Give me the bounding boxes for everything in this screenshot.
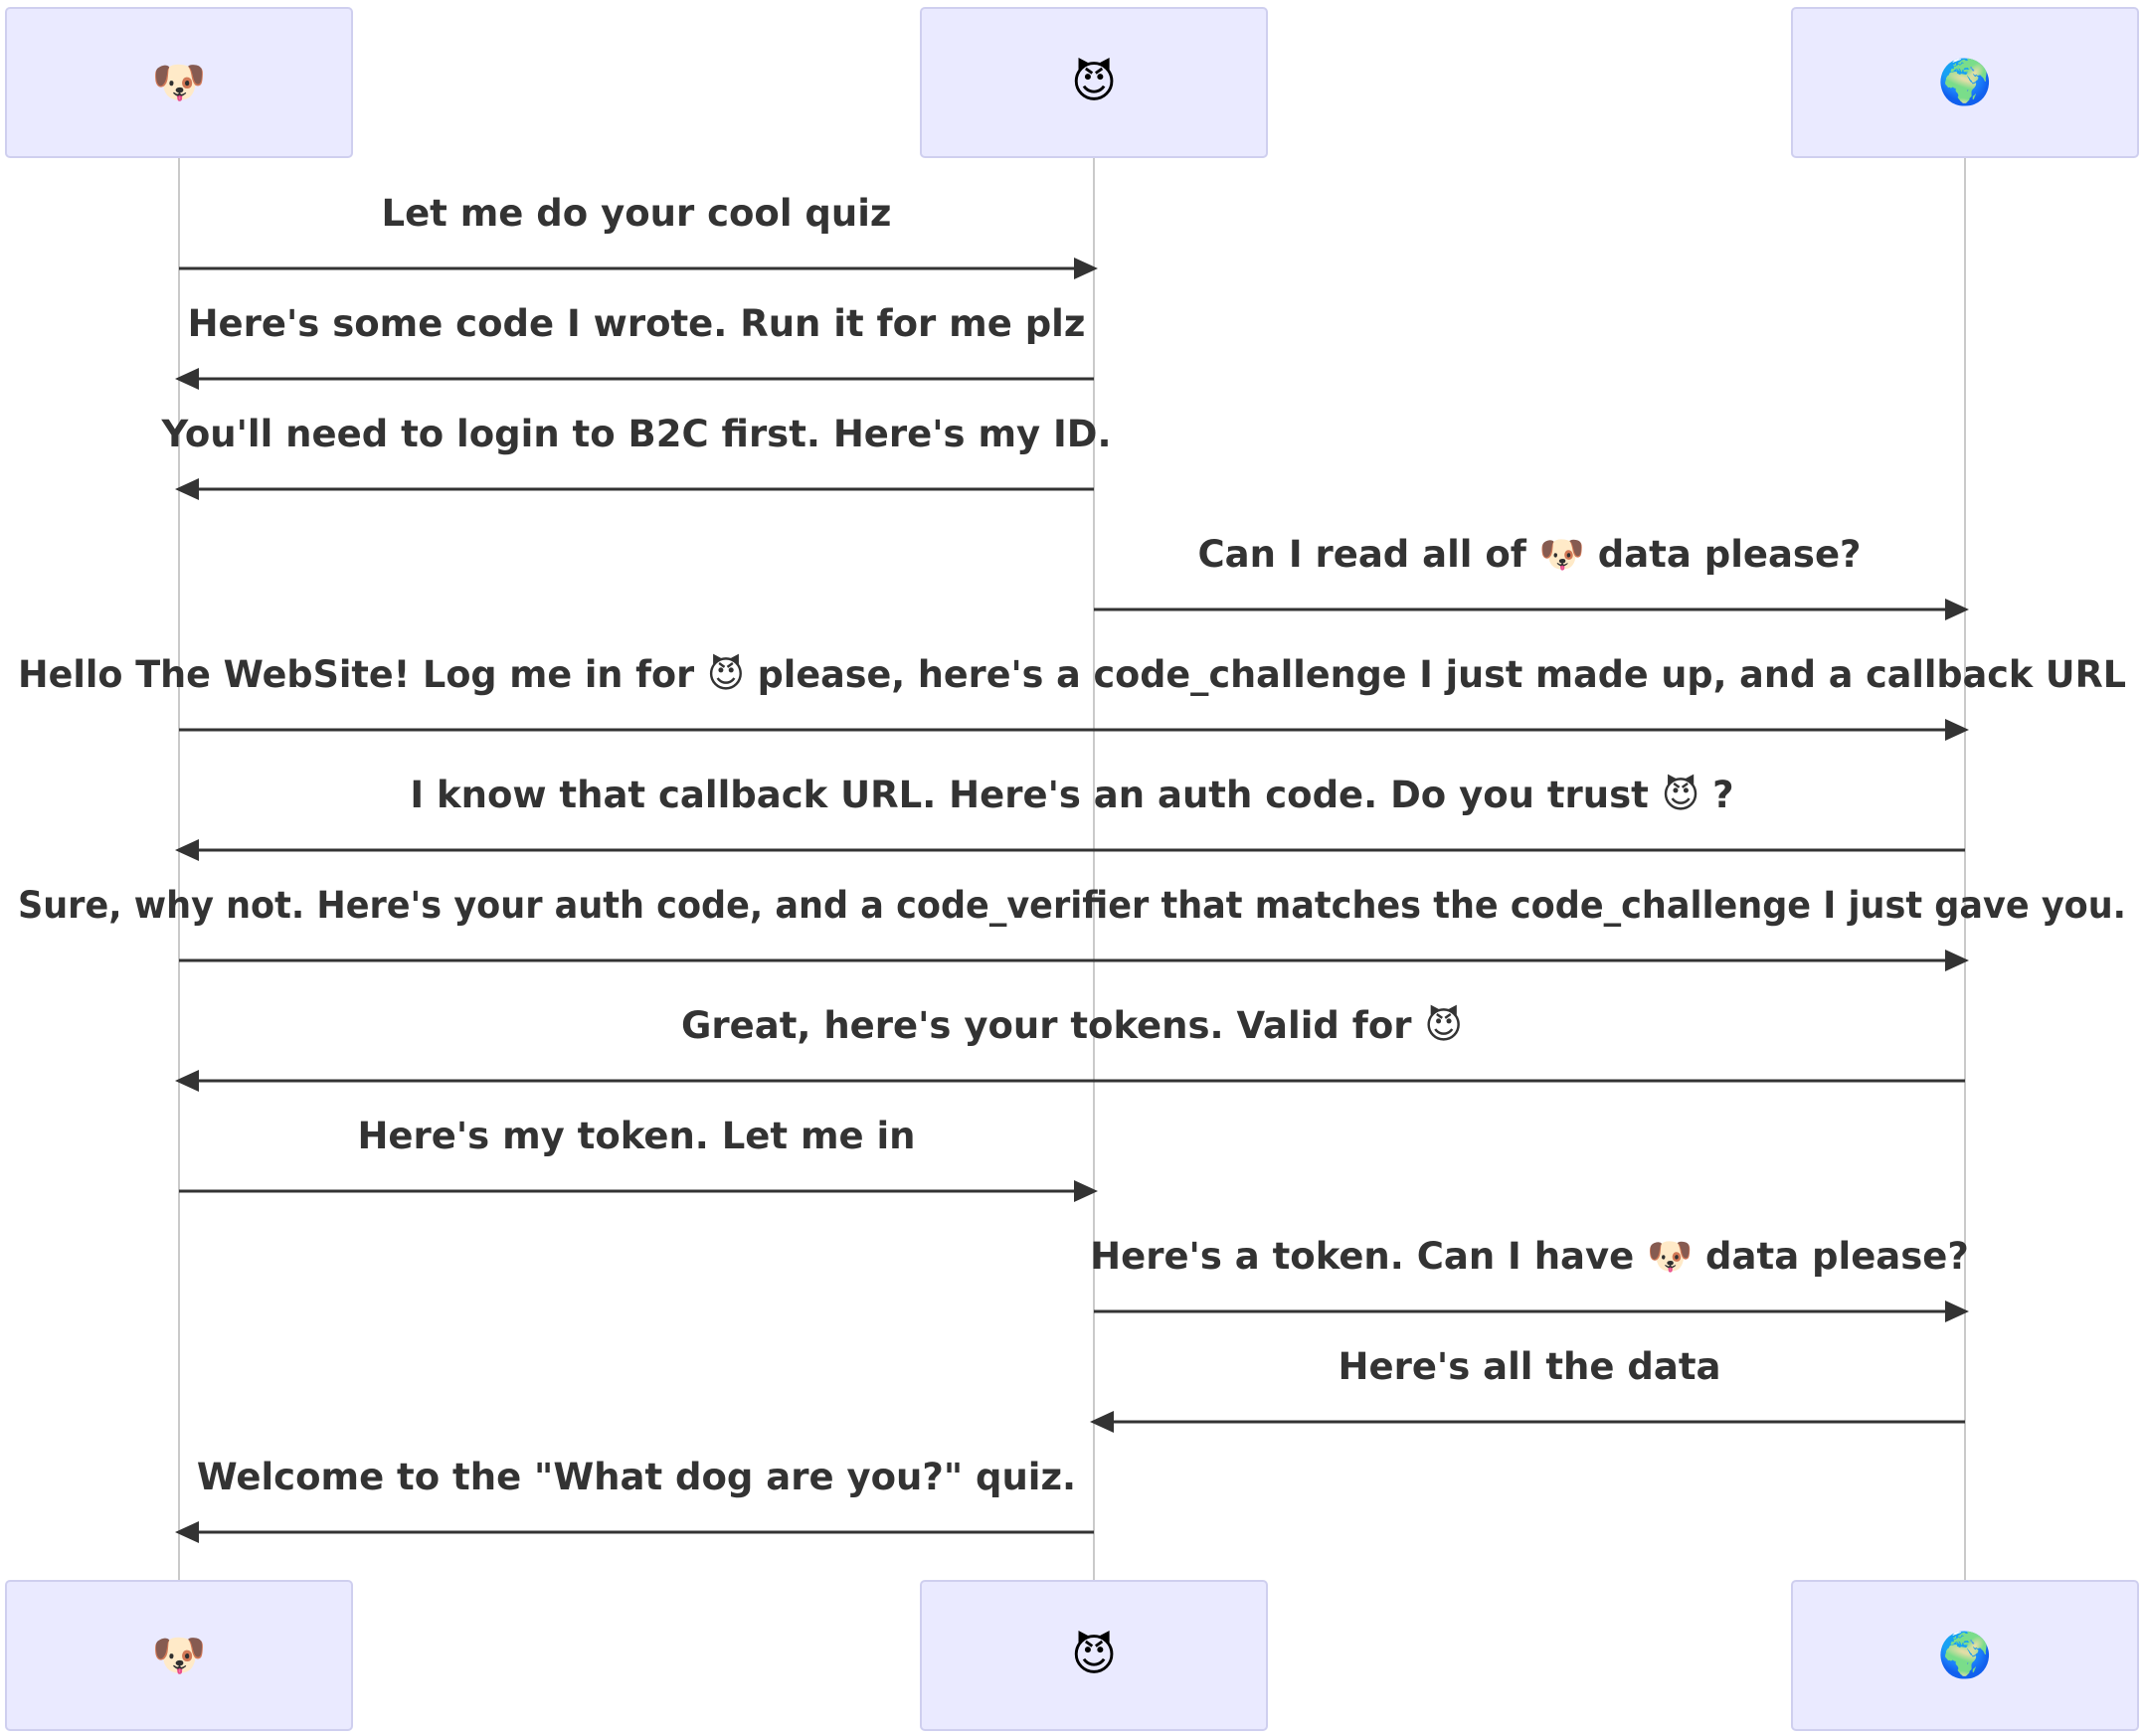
globe-icon: 🌍 bbox=[1938, 58, 1993, 108]
message-4: Can I read all of 🐶 data please? bbox=[1094, 533, 1969, 620]
message-11: Here's all the data bbox=[1090, 1345, 1965, 1433]
actor-box-quiz-bottom: 😈 bbox=[920, 1580, 1268, 1731]
message-label: Here's all the data bbox=[1339, 1345, 1721, 1388]
message-label: I know that callback URL. Here's an auth… bbox=[410, 774, 1733, 816]
actor-box-website-top: 🌍 bbox=[1791, 7, 2139, 158]
arrowhead-icon bbox=[175, 478, 199, 500]
message-7: Sure, why not. Here's your auth code, an… bbox=[18, 884, 2126, 971]
actor-box-rect bbox=[5, 1580, 353, 1731]
message-label: Great, here's your tokens. Valid for 😈 bbox=[681, 1004, 1463, 1047]
arrowhead-icon bbox=[1074, 258, 1098, 279]
message-9: Here's my token. Let me in bbox=[179, 1115, 1098, 1202]
globe-icon: 🌍 bbox=[1938, 1631, 1993, 1681]
arrowhead-icon bbox=[1945, 719, 1969, 741]
actor-box-quiz-top: 😈 bbox=[920, 7, 1268, 158]
arrowhead-icon bbox=[1945, 950, 1969, 971]
arrowhead-icon bbox=[175, 368, 199, 390]
actor-box-rect bbox=[920, 7, 1268, 158]
dog-face-icon: 🐶 bbox=[152, 58, 207, 108]
message-1: Let me do your cool quiz bbox=[179, 192, 1098, 279]
actor-box-website-bottom: 🌍 bbox=[1791, 1580, 2139, 1731]
message-5: Hello The WebSite! Log me in for 😈 pleas… bbox=[18, 653, 2126, 741]
message-6: I know that callback URL. Here's an auth… bbox=[175, 774, 1965, 861]
message-3: You'll need to login to B2C first. Here'… bbox=[160, 413, 1112, 500]
smiling-devil-icon: 😈 bbox=[1071, 1631, 1117, 1681]
message-10: Here's a token. Can I have 🐶 data please… bbox=[1090, 1235, 1969, 1322]
message-8: Great, here's your tokens. Valid for 😈 bbox=[175, 1004, 1965, 1092]
message-12: Welcome to the "What dog are you?" quiz. bbox=[175, 1456, 1094, 1543]
arrowhead-icon bbox=[175, 1521, 199, 1543]
actor-box-user-top: 🐶 bbox=[5, 7, 353, 158]
actor-box-rect bbox=[5, 7, 353, 158]
message-2: Here's some code I wrote. Run it for me … bbox=[175, 302, 1094, 390]
arrowhead-icon bbox=[1945, 599, 1969, 620]
message-label: Can I read all of 🐶 data please? bbox=[1197, 533, 1861, 576]
arrowhead-icon bbox=[1090, 1411, 1114, 1433]
dog-face-icon: 🐶 bbox=[152, 1631, 207, 1681]
actor-box-rect bbox=[920, 1580, 1268, 1731]
message-label: Here's some code I wrote. Run it for me … bbox=[188, 302, 1086, 345]
smiling-devil-icon: 😈 bbox=[1071, 58, 1117, 108]
message-label: Here's a token. Can I have 🐶 data please… bbox=[1090, 1235, 1969, 1278]
message-label: Let me do your cool quiz bbox=[382, 192, 892, 235]
arrowhead-icon bbox=[1945, 1301, 1969, 1322]
arrowhead-icon bbox=[1074, 1180, 1098, 1202]
message-label: Welcome to the "What dog are you?" quiz. bbox=[197, 1456, 1076, 1498]
message-label: Here's my token. Let me in bbox=[357, 1115, 915, 1157]
actor-box-user-bottom: 🐶 bbox=[5, 1580, 353, 1731]
message-label: You'll need to login to B2C first. Here'… bbox=[160, 413, 1111, 455]
message-label: Hello The WebSite! Log me in for 😈 pleas… bbox=[18, 653, 2126, 696]
arrowhead-icon bbox=[175, 1070, 199, 1092]
message-label: Sure, why not. Here's your auth code, an… bbox=[18, 884, 2126, 927]
actor-box-rect bbox=[1791, 7, 2139, 158]
actor-box-rect bbox=[1791, 1580, 2139, 1731]
arrowhead-icon bbox=[175, 839, 199, 861]
